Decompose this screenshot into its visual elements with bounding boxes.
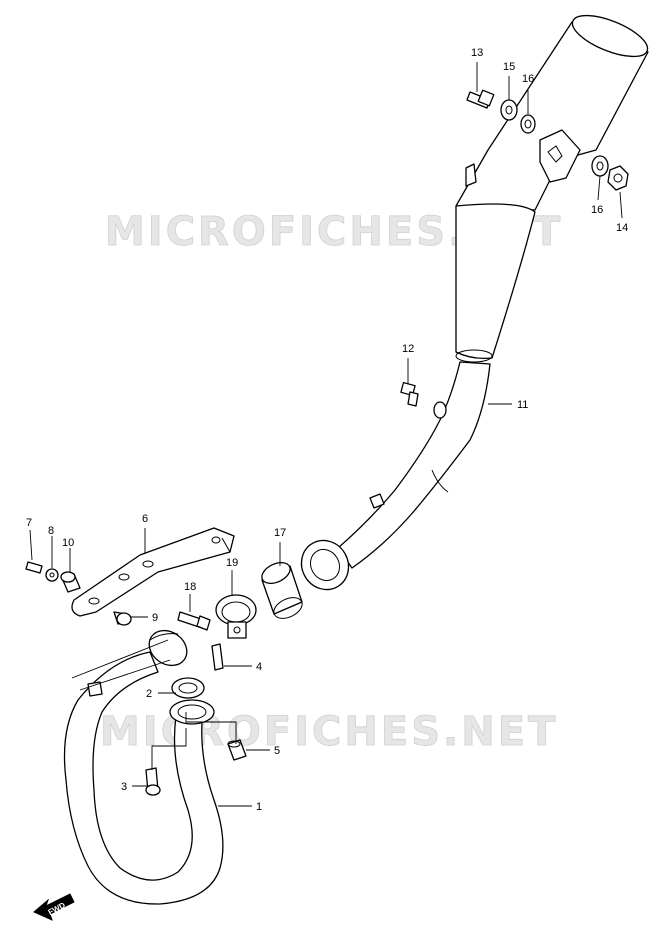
bolt-9 bbox=[113, 611, 132, 626]
bracket-6 bbox=[71, 527, 235, 617]
washer-16-lower bbox=[591, 155, 609, 177]
callout-10: 10 bbox=[62, 537, 74, 549]
callout-3: 3 bbox=[121, 781, 127, 793]
callout-16-lower: 16 bbox=[591, 204, 603, 216]
washer-16-upper bbox=[520, 114, 536, 134]
nut-14 bbox=[607, 165, 629, 191]
callout-18: 18 bbox=[184, 581, 196, 593]
stud-4 bbox=[211, 643, 224, 671]
callout-17: 17 bbox=[274, 527, 286, 539]
bolt-13 bbox=[466, 89, 495, 109]
watermark-bottom: MICROFICHES.NET bbox=[100, 709, 558, 755]
callout-16-upper: 16 bbox=[522, 73, 534, 85]
callout-12: 12 bbox=[402, 343, 414, 355]
callout-7: 7 bbox=[26, 517, 32, 529]
callout-1: 1 bbox=[256, 801, 262, 813]
callout-2: 2 bbox=[146, 688, 152, 700]
callout-6: 6 bbox=[142, 513, 148, 525]
callout-labels: 13 15 16 16 14 12 11 17 19 18 6 7 8 10 9… bbox=[26, 47, 628, 813]
gasket-17 bbox=[261, 562, 303, 619]
callout-4: 4 bbox=[256, 661, 262, 673]
bolt-3 bbox=[145, 767, 161, 796]
header-pipe-1 bbox=[63, 629, 224, 905]
callout-14: 14 bbox=[616, 222, 628, 234]
clamp-19 bbox=[215, 594, 257, 639]
callout-5: 5 bbox=[274, 745, 280, 757]
collar-10 bbox=[60, 571, 81, 593]
callout-9: 9 bbox=[152, 612, 158, 624]
callout-13: 13 bbox=[471, 47, 483, 59]
callout-15: 15 bbox=[503, 61, 515, 73]
callout-8: 8 bbox=[48, 525, 54, 537]
bolt-12 bbox=[400, 381, 419, 407]
bolt-18 bbox=[177, 611, 211, 631]
bolt-7 bbox=[25, 561, 43, 574]
forward-arrow-icon: FWD bbox=[33, 893, 75, 921]
muffler-assembly bbox=[300, 14, 649, 591]
callout-11: 11 bbox=[517, 399, 528, 411]
callout-19: 19 bbox=[226, 557, 238, 569]
washer-8 bbox=[45, 568, 59, 582]
washer-15 bbox=[500, 99, 518, 121]
leader-lines bbox=[29, 62, 623, 807]
